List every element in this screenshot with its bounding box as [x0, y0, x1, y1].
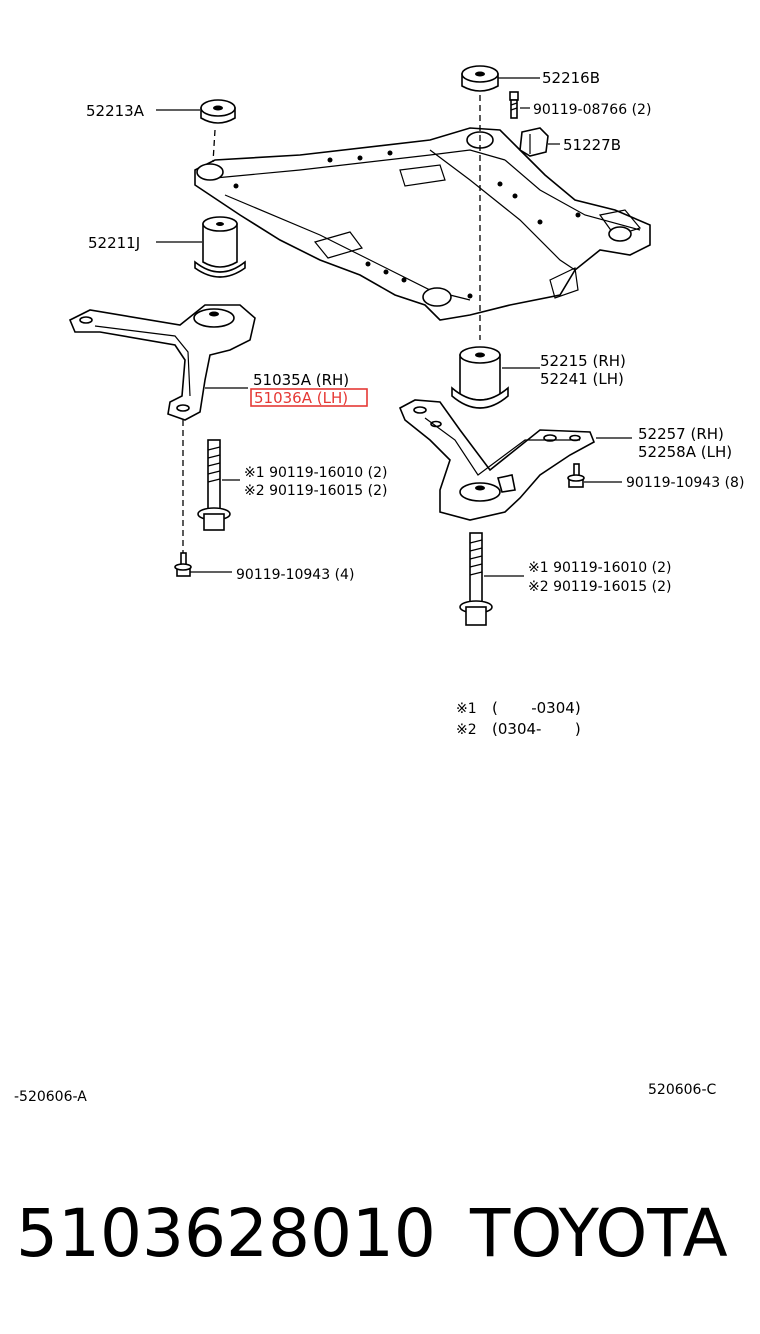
- note-2-text: (0304- ): [492, 720, 581, 738]
- bolt-right-long: [459, 532, 493, 626]
- bushing-52215-52241: [451, 346, 509, 409]
- bushing-52213A: [200, 99, 236, 124]
- label-52216B: 52216B: [542, 69, 600, 87]
- label-51036A-lh: 51036A (LH): [254, 389, 348, 407]
- note-2-mark: ※2: [456, 722, 477, 738]
- bolt-90119-08766: [509, 91, 519, 119]
- label-51035A-rh: 51035A (RH): [253, 371, 349, 389]
- label-left-bolt-2: ※2 90119-16015 (2): [244, 483, 388, 499]
- label-51227B: 51227B: [563, 136, 621, 154]
- bolt-right-small: [567, 463, 585, 488]
- highlight-box: [250, 388, 368, 407]
- note-1-mark: ※1: [456, 701, 477, 717]
- label-right-bolt-2: ※2 90119-16015 (2): [528, 579, 672, 595]
- label-52241-lh: 52241 (LH): [540, 370, 624, 388]
- figure-code-right: 520606-C: [648, 1082, 716, 1098]
- bolt-left-long: [197, 439, 231, 531]
- label-right-bolt-1: ※1 90119-16010 (2): [528, 560, 672, 576]
- label-52213A: 52213A: [86, 102, 145, 120]
- label-52257-rh: 52257 (RH): [638, 425, 724, 443]
- stay-51035A-51036A: [68, 304, 256, 421]
- brand-name: TOYOTA: [469, 1195, 728, 1272]
- figure-code-left: -520606-A: [14, 1089, 87, 1105]
- label-52215-rh: 52215 (RH): [540, 352, 626, 370]
- bushing-52216B: [461, 65, 499, 92]
- bolt-left-small: [174, 552, 192, 577]
- bushing-52211J: [194, 216, 246, 278]
- label-right-small-bolt: 90119-10943 (8): [626, 475, 744, 491]
- label-52211J: 52211J: [88, 234, 140, 252]
- label-left-bolt-1: ※1 90119-16010 (2): [244, 465, 388, 481]
- part-number: 5103628010: [16, 1195, 436, 1272]
- subframe-crossmember: [194, 127, 651, 321]
- bracket-51227B: [519, 127, 549, 157]
- stay-52257-52258A: [398, 399, 596, 521]
- label-left-small-bolt: 90119-10943 (4): [236, 567, 354, 583]
- label-90119-08766: 90119-08766 (2): [533, 102, 651, 118]
- note-1-text: ( -0304): [492, 699, 581, 717]
- label-52258A-lh: 52258A (LH): [638, 443, 732, 461]
